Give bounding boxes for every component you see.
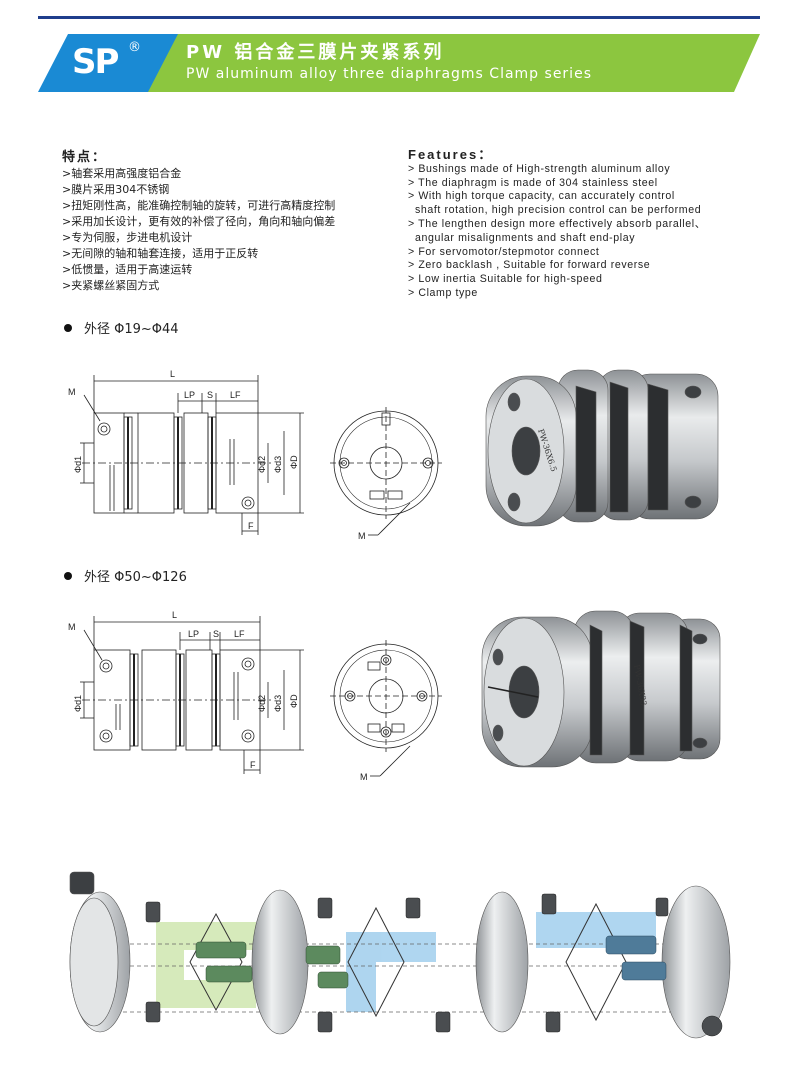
features-en-heading: Features：: [408, 147, 494, 162]
size-range-small: 外径 Φ19~Φ44: [64, 318, 179, 337]
dim-M-front: M: [360, 772, 368, 782]
registered-mark: ®: [128, 40, 141, 55]
features-chinese: 特点： >轴套采用高强度铝合金 >膜片采用304不锈钢 >扭矩刚性高，能准确控制…: [62, 150, 335, 294]
dim-d3: Φd3: [273, 456, 283, 473]
dim-M: M: [68, 387, 76, 397]
dim-d3: Φd3: [273, 695, 283, 712]
size-range-label: 外径 Φ19~Φ44: [84, 322, 179, 337]
feature-cn-item: >低惯量，适用于高速运转: [62, 263, 193, 276]
feature-en-line: > Zero backlash , Suitable for forward r…: [408, 259, 651, 272]
feature-en-line: > The lengthen design more effectively a…: [408, 217, 706, 230]
feature-en-line: > Low inertia Suitable for high-speed: [408, 273, 603, 286]
feature-cn-item: >扭矩刚性高，能准确控制轴的旋转，可进行高精度控制: [62, 199, 336, 212]
feature-cn-item: >轴套采用高强度铝合金: [62, 167, 182, 180]
feature-en-line: > With high torque capacity, can accurat…: [408, 190, 675, 203]
dim-d2: Φd2: [257, 456, 267, 473]
dim-LP: LP: [188, 629, 199, 639]
dim-M-front: M: [358, 531, 366, 541]
size-range-label: 外径 Φ50~Φ126: [84, 570, 187, 585]
dim-S: S: [213, 629, 219, 639]
feature-cn-item: >夹紧螺丝紧固方式: [62, 279, 160, 292]
feature-cn-item: >采用加长设计，更有效的补偿了径向，角向和轴向偏差: [62, 215, 336, 228]
size-range-large: 外径 Φ50~Φ126: [64, 566, 187, 585]
exploded-assembly-view: [69, 871, 731, 1039]
dim-d2: Φd2: [257, 695, 267, 712]
feature-en-line: > For servomotor/stepmotor connect: [408, 245, 600, 258]
feature-cn-item: >无间隙的轴和轴套连接，适用于正反转: [62, 247, 259, 260]
sp-logo: SP ®: [72, 40, 141, 86]
sp-watermark: [156, 912, 656, 1012]
dim-F: F: [248, 521, 254, 531]
feature-en-line: > Bushings made of High-strength aluminu…: [408, 162, 671, 175]
title-banner: SP ® PW 铝合金三膜片夹紧系列 PW aluminum alloy thr…: [38, 34, 760, 92]
dim-D: ΦD: [289, 694, 299, 708]
front-view-drawing-large: M: [330, 640, 442, 782]
feature-cn-item: >专为伺服，步进电机设计: [62, 231, 193, 244]
product-photo-small: PW-36X6.5: [485, 369, 719, 527]
front-view-drawing-small: M: [330, 407, 442, 541]
feature-en-line: > Clamp type: [408, 286, 478, 299]
dim-LF: LF: [234, 629, 245, 639]
logo-text: SP: [72, 42, 119, 82]
dim-d1: Φd1: [73, 456, 83, 473]
dim-F: F: [250, 760, 256, 770]
product-photo-large: PW-36X33: [481, 610, 721, 768]
dim-D: ΦD: [289, 455, 299, 469]
dim-LF: LF: [230, 390, 241, 400]
side-view-drawing-large: L LP S LF M F Φd1 Φd2 Φd3 ΦD: [68, 610, 304, 774]
feature-en-line: > The diaphragm is made of 304 stainless…: [408, 176, 658, 189]
dim-M: M: [68, 622, 76, 632]
dim-L: L: [172, 610, 177, 620]
dim-d1: Φd1: [73, 695, 83, 712]
dim-LP: LP: [184, 390, 195, 400]
dim-S: S: [207, 390, 213, 400]
bullet-dot: [64, 323, 72, 332]
bullet-dot: [64, 571, 72, 580]
feature-en-line: shaft rotation, high precision control c…: [415, 204, 702, 217]
feature-en-line: angular misalignments and shaft end-play: [415, 231, 636, 244]
feature-cn-item: >膜片采用304不锈钢: [62, 183, 170, 196]
dim-L: L: [170, 369, 175, 379]
top-rule: [38, 16, 760, 19]
features-cn-heading: 特点：: [62, 150, 108, 165]
title-chinese: PW 铝合金三膜片夹紧系列: [186, 42, 445, 63]
title-english: PW aluminum alloy three diaphragms Clamp…: [186, 66, 592, 82]
side-view-drawing-small: L LP S LF M F Φd1 Φd2 Φd3 ΦD: [68, 369, 304, 535]
banner-green-band: [118, 34, 760, 92]
features-english: Features： > Bushings made of High-streng…: [408, 148, 706, 301]
